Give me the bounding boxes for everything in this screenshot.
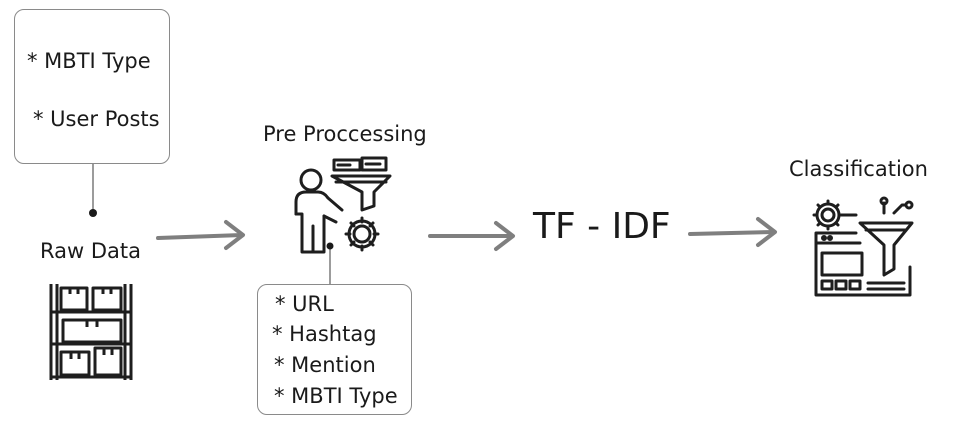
- input-connector-dot: [89, 209, 97, 217]
- preprocessing-item-hashtag: * Hashtag: [272, 322, 377, 346]
- arrow-preprocessing-to-tfidf: [428, 221, 515, 251]
- tfidf-label: TF - IDF: [533, 206, 671, 247]
- preprocessing-items-box: * URL * Hashtag * Mention * MBTI Type: [257, 284, 412, 415]
- input-item-user-posts: * User Posts: [33, 107, 160, 131]
- input-item-mbti-type: * MBTI Type: [27, 49, 151, 73]
- preprocessing-connector-dot: [326, 242, 334, 250]
- arrow-tfidf-to-classification: [688, 217, 777, 247]
- preprocessing-item-mbti-type: * MBTI Type: [274, 384, 398, 408]
- dashboard-funnel-gear-icon: [812, 196, 914, 297]
- raw-data-label: Raw Data: [40, 239, 141, 263]
- preprocessing-label: Pre Proccessing: [263, 122, 427, 146]
- warehouse-shelf-boxes-icon: [49, 284, 133, 380]
- preprocessing-item-url: * URL: [275, 292, 334, 316]
- preprocessing-item-mention: * Mention: [274, 353, 376, 377]
- input-data-box: * MBTI Type * User Posts: [14, 9, 170, 164]
- person-funnel-gear-icon: [294, 156, 392, 254]
- arrow-raw-to-preprocessing: [156, 220, 245, 250]
- classification-label: Classification: [789, 157, 928, 181]
